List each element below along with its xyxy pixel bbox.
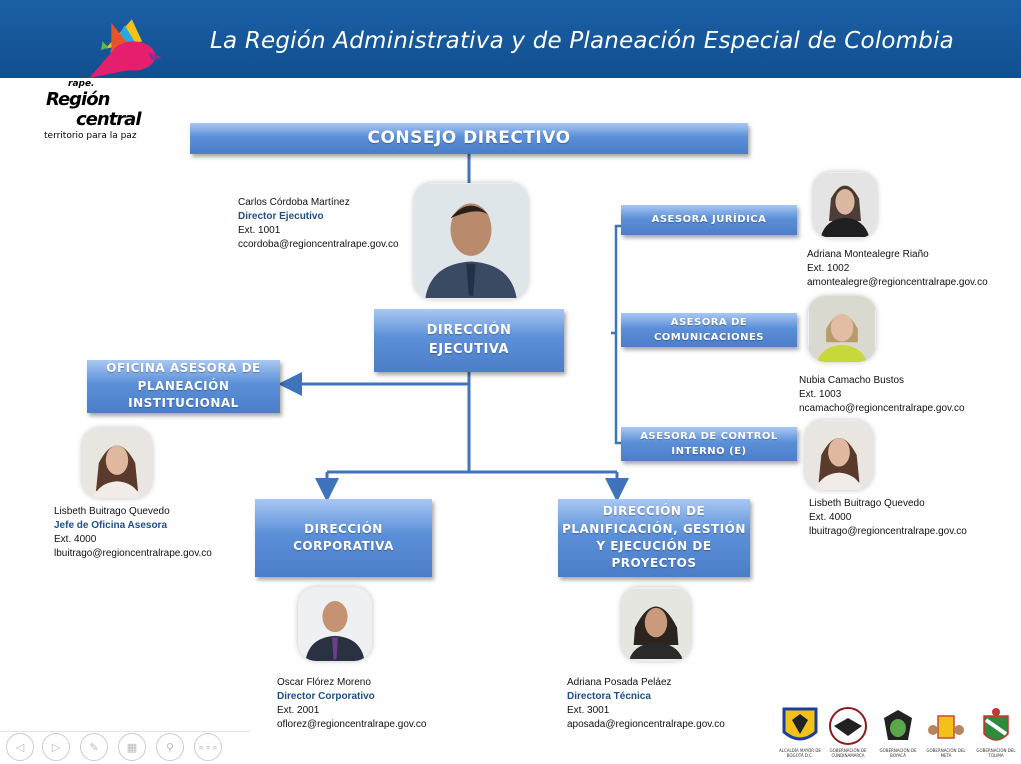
seal-cundinamarca-icon: [828, 706, 868, 746]
page-title: La Región Administrativa y de Planeación…: [210, 28, 954, 54]
pen-button[interactable]: ✎: [80, 733, 108, 761]
photo-oficina: [82, 428, 152, 498]
logo-line1: Región: [46, 89, 110, 110]
photo-corporativa: [298, 587, 372, 661]
photo-comunicaciones: [808, 296, 876, 362]
arrow-left-icon: ◁: [15, 740, 25, 754]
seal-tolima-icon: [976, 706, 1016, 746]
photo-control: [805, 420, 873, 490]
seal-caption: GOBERNACIÓN DE BOYACÁ: [879, 748, 917, 758]
logo-small: rape.: [68, 79, 95, 89]
photo-juridica: [813, 172, 877, 238]
rape-logo: rape. Región central territorio para la …: [40, 12, 190, 141]
seal-caption: GOBERNACIÓN DEL TOLIMA: [976, 748, 1016, 758]
arrow-right-icon: ▷: [51, 740, 61, 754]
seal-boyaca-icon: [878, 706, 918, 746]
slides-grid-icon: ▦: [126, 740, 138, 754]
seal-caption: GOBERNACIÓN DE CUNDINAMARCA: [829, 748, 867, 758]
next-slide-button[interactable]: ▷: [42, 733, 70, 761]
seal-caption: GOBERNACIÓN DEL META: [926, 748, 966, 758]
seal-meta-icon: [926, 706, 966, 746]
dove-icon: [89, 19, 163, 78]
see-all-slides-button[interactable]: ▦: [118, 733, 146, 761]
consejo-directivo-box: CONSEJO DIRECTIVO: [190, 123, 748, 154]
more-options-button[interactable]: ∘∘∘: [194, 733, 222, 761]
zoom-button[interactable]: ⚲: [156, 733, 184, 761]
more-icon: ∘∘∘: [197, 740, 219, 754]
photo-planificacion: [621, 587, 691, 661]
logo-tagline: territorio para la paz: [44, 131, 137, 141]
nav-divider: [0, 731, 250, 732]
magnifier-icon: ⚲: [165, 740, 175, 754]
pen-icon: ✎: [89, 740, 99, 754]
logo-line2: central: [76, 109, 141, 130]
asesora-juridica-box: ASESORA JURÍDICA: [621, 205, 797, 235]
seal-bogota-icon: [780, 706, 820, 746]
previous-slide-button[interactable]: ◁: [6, 733, 34, 761]
header-band: [0, 0, 1021, 78]
seal-caption: ALCALDÍA MAYOR DE BOGOTÁ D.C.: [779, 748, 821, 758]
photo-director: [414, 183, 528, 299]
